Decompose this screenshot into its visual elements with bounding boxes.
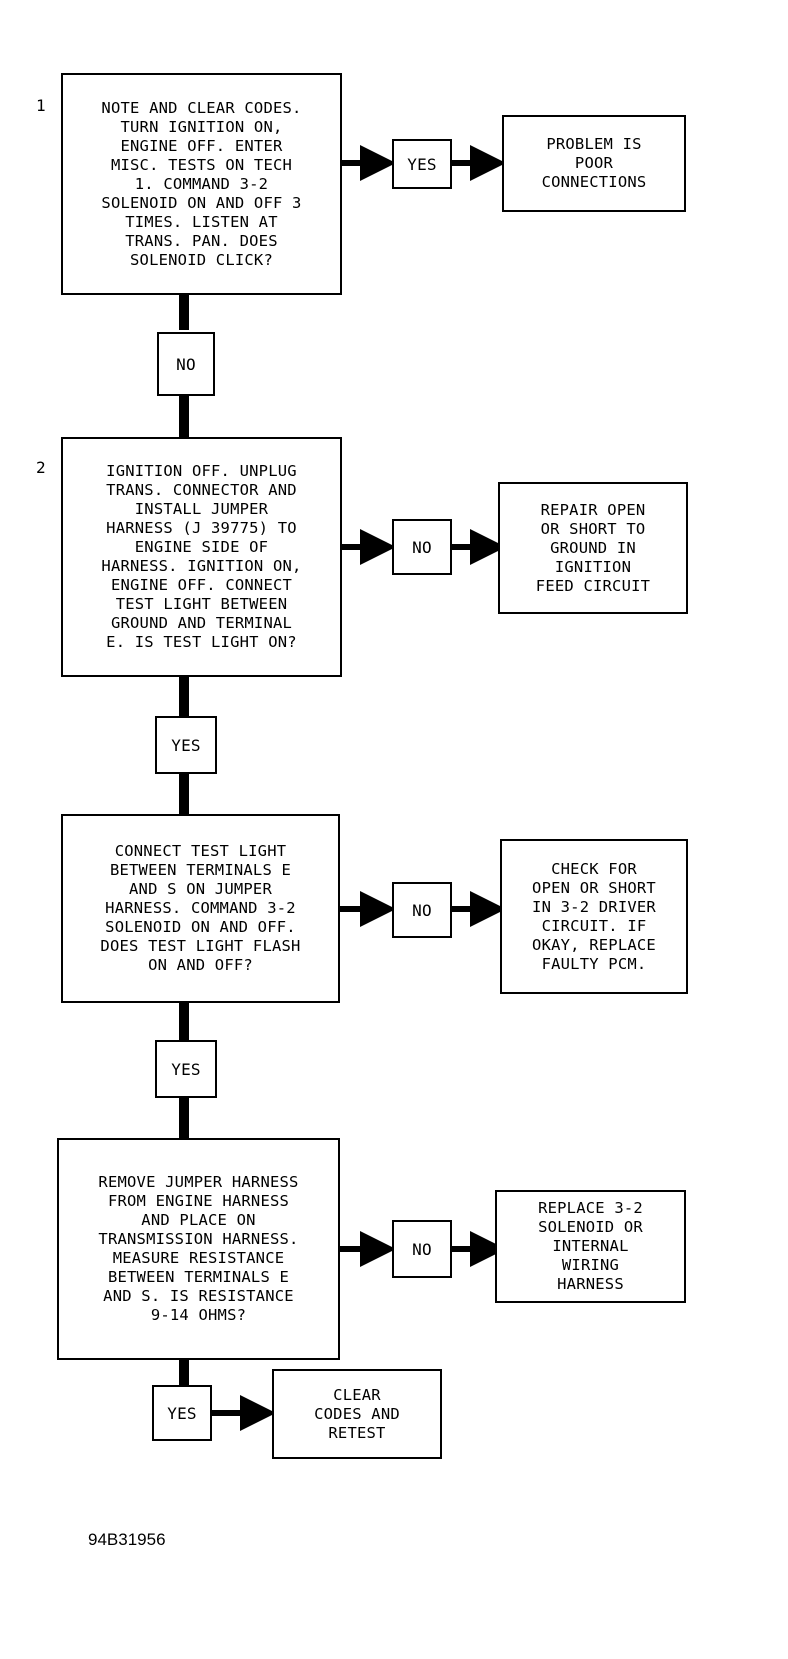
question-box-step4: REMOVE JUMPER HARNESS FROM ENGINE HARNES… xyxy=(57,1138,340,1360)
branch-label-step1-down: NO xyxy=(157,332,215,396)
branch-text-step4-side: NO xyxy=(412,1239,432,1259)
branch-label-step1-side: YES xyxy=(392,139,452,189)
branch-text-step1-down: NO xyxy=(176,354,196,374)
result-box-step2: REPAIR OPEN OR SHORT TO GROUND IN IGNITI… xyxy=(498,482,688,614)
branch-text-step1-side: YES xyxy=(407,154,437,174)
branch-text-step3-down: YES xyxy=(171,1059,201,1079)
question-box-step3: CONNECT TEST LIGHT BETWEEN TERMINALS E A… xyxy=(61,814,340,1003)
result-text-step2: REPAIR OPEN OR SHORT TO GROUND IN IGNITI… xyxy=(535,500,651,595)
result-text-step4: REPLACE 3-2 SOLENOID OR INTERNAL WIRING … xyxy=(538,1199,643,1293)
branch-text-step4-down: YES xyxy=(167,1403,197,1423)
question-box-step2: IGNITION OFF. UNPLUG TRANS. CONNECTOR AN… xyxy=(61,437,342,677)
result-text-step1: PROBLEM IS POOR CONNECTIONS xyxy=(541,135,647,191)
branch-text-step2-side: NO xyxy=(412,537,432,557)
result-text-step3: CHECK FOR OPEN OR SHORT IN 3-2 DRIVER CI… xyxy=(532,859,656,973)
result-box-step4: REPLACE 3-2 SOLENOID OR INTERNAL WIRING … xyxy=(495,1190,686,1303)
question-box-step1: NOTE AND CLEAR CODES. TURN IGNITION ON, … xyxy=(61,73,342,295)
result-box-step3: CHECK FOR OPEN OR SHORT IN 3-2 DRIVER CI… xyxy=(500,839,688,994)
figure-id: 94B31956 xyxy=(88,1530,166,1549)
question-text-step1: NOTE AND CLEAR CODES. TURN IGNITION ON, … xyxy=(101,98,302,269)
branch-text-step3-side: NO xyxy=(412,900,432,920)
question-text-step2: IGNITION OFF. UNPLUG TRANS. CONNECTOR AN… xyxy=(101,462,302,651)
step-number-1: 1 xyxy=(36,96,46,115)
branch-label-step3-down: YES xyxy=(155,1040,217,1098)
question-text-step3: CONNECT TEST LIGHT BETWEEN TERMINALS E A… xyxy=(100,842,301,974)
final-result-box: CLEAR CODES AND RETEST xyxy=(272,1369,442,1459)
branch-label-step2-down: YES xyxy=(155,716,217,774)
step-number-2: 2 xyxy=(36,458,46,477)
branch-label-step4-down: YES xyxy=(152,1385,212,1441)
branch-label-step4-side: NO xyxy=(392,1220,452,1278)
branch-label-step2-side: NO xyxy=(392,519,452,575)
final-result-text: CLEAR CODES AND RETEST xyxy=(314,1385,400,1442)
branch-label-step3-side: NO xyxy=(392,882,452,938)
branch-text-step2-down: YES xyxy=(171,735,201,755)
question-text-step4: REMOVE JUMPER HARNESS FROM ENGINE HARNES… xyxy=(98,1173,299,1324)
result-box-step1: PROBLEM IS POOR CONNECTIONS xyxy=(502,115,686,212)
